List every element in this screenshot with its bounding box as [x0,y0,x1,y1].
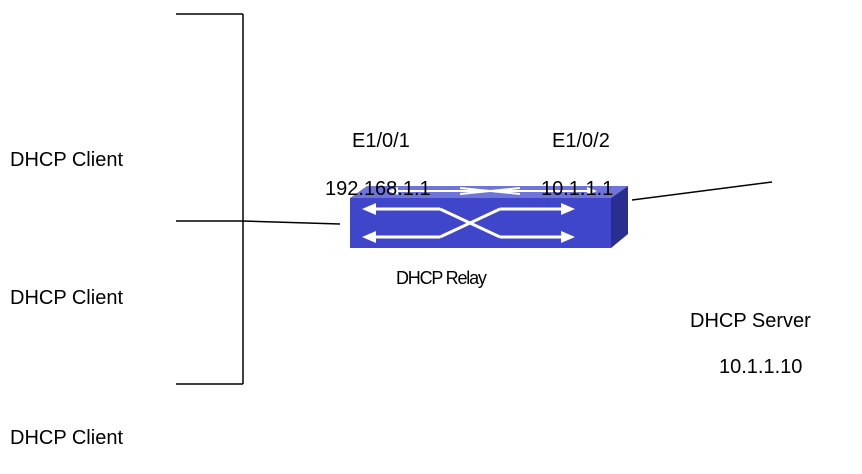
relay-port-right: E1/0/2 [552,130,610,152]
server-ip: 10.1.1.10 [719,356,803,378]
relay-port-left: E1/0/1 [352,130,410,152]
relay-ip-left: 192.168.1.1 [325,178,431,200]
server-label: DHCP Server [690,310,811,332]
switch-icon [350,186,628,248]
relay-label: DHCP Relay [396,268,487,288]
relay-ip-right: 10.1.1.1 [541,178,614,200]
link-relay-to-server [631,181,773,201]
client-label-1: DHCP Client [10,149,123,171]
client-label-2: DHCP Client [10,287,123,309]
client-bus [176,13,244,385]
link-bus-to-relay [242,220,341,225]
client-label-3: DHCP Client [10,427,123,449]
